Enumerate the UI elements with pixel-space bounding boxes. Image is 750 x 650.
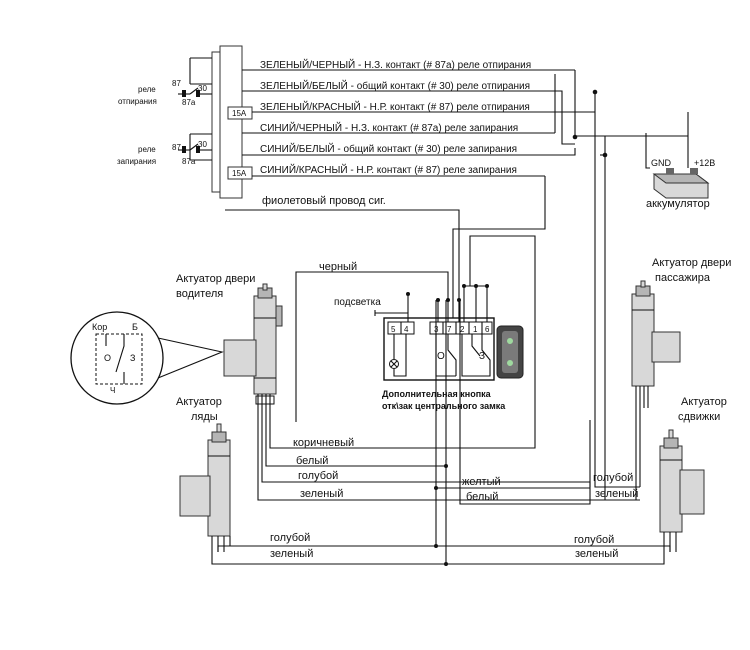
wire-blue-red: СИНИЙ/КРАСНЫЙ - Н.Р. контакт (# 87) реле… (260, 163, 517, 176)
battery-plus: +12В (694, 158, 715, 168)
fuse-unlock (227, 106, 253, 120)
wire-green-black: ЗЕЛЕНЫЙ/ЧЕРНЫЙ - Н.З. контакт (# 87a) ре… (260, 58, 531, 71)
switch-pos-open: O (437, 351, 445, 362)
passenger-actuator-line1: Актуатор двери (652, 257, 731, 269)
button-caption: Дополнительная кнопка отк\зак центрально… (382, 389, 506, 411)
trunk-actuator-label: Актуатор ляды (176, 396, 225, 423)
wire-green-white: ЗЕЛЕНЫЙ/БЕЛЫЙ - общий контакт (# 30) рел… (260, 79, 530, 92)
pin-30-unlock: 30 (198, 84, 207, 93)
trunk-wires (452, 70, 640, 501)
pin-87a-lock: 87a (182, 157, 196, 166)
wire-blue-black: СИНИЙ/ЧЕРНЫЙ - Н.З. контакт (# 87a) реле… (260, 121, 518, 134)
slide-actuator-line2: сдвижки (678, 411, 720, 423)
terminal-6: 6 (485, 325, 490, 334)
relay-unlock-line1: реле (138, 85, 156, 94)
relay-unlock-line2: отпирания (118, 97, 157, 106)
zoom-ch: Ч (110, 386, 115, 395)
terminal-2: 2 (460, 325, 465, 334)
pin-87-unlock: 87 (172, 79, 181, 88)
slide-actuator: Актуатор сдвижки (659, 396, 730, 552)
white-wire-label-1: белый (296, 455, 328, 467)
driver-actuator-line1: Актуатор двери (176, 273, 255, 285)
driver-actuator-line2: водителя (176, 288, 223, 300)
trunk-actuator: Актуатор ляды (176, 396, 231, 552)
yellow-wire-label: желтый (462, 476, 501, 488)
relay-lock-line1: реле (138, 145, 156, 154)
blue-wire-label-1: голубой (298, 470, 338, 482)
passenger-actuator-label: Актуатор двери пассажира (652, 257, 734, 284)
terminal-7: 7 (447, 325, 452, 334)
driver-actuator: Актуатор двери водителя (176, 273, 283, 420)
green-wire-label-4: зеленый (575, 548, 618, 560)
pin-30-lock: 30 (198, 140, 207, 149)
zoom-o: О (104, 353, 111, 363)
slide-actuator-label: Актуатор сдвижки (678, 396, 730, 423)
green-wire-label-2: зеленый (595, 488, 638, 500)
terminal-4: 4 (404, 325, 409, 334)
signal-wire-label: фиолетовый провод сиг. (262, 195, 386, 207)
blue-wire-label-2: голубой (593, 472, 633, 484)
blue-wire-label-4: голубой (574, 534, 614, 546)
terminal-5: 5 (391, 325, 396, 334)
white-wire-label-2: белый (466, 491, 498, 503)
pin-87-lock: 87 (172, 143, 181, 152)
relay-lock-line2: запирания (117, 157, 156, 166)
zoom-b: Б (132, 322, 138, 332)
extra-button-block: 5 4 3 7 2 1 6 O З подсветка (334, 284, 524, 411)
zoom-z: З (130, 353, 135, 363)
driver-actuator-label: Актуатор двери водителя (176, 273, 258, 300)
battery: GND +12В аккумулятор (605, 112, 715, 210)
relay-unlock-label: реле отпирания (118, 85, 158, 106)
zoom-kor: Кор (92, 322, 107, 332)
brown-wire-label: коричневый (293, 437, 354, 449)
button-caption-line2: отк\зак центрального замка (382, 401, 506, 411)
terminal-1: 1 (473, 325, 478, 334)
wire-green-red: ЗЕЛЕНЫЙ/КРАСНЫЙ - Н.Р. контакт (# 87) ре… (260, 100, 530, 113)
button-caption-line1: Дополнительная кнопка (382, 389, 492, 399)
signal-wire: фиолетовый провод сиг. (225, 195, 460, 318)
black-wire-label: черный (319, 261, 357, 273)
blue-wire-label-3: голубой (270, 532, 310, 544)
green-wire-label-1: зеленый (300, 488, 343, 500)
relay-unlock-symbol: 87 87a 30 реле отпирания (118, 57, 212, 107)
fuse-lock-label: 15A (232, 169, 247, 178)
green-wire-label-3: зеленый (270, 548, 313, 560)
backlight-label: подсветка (334, 297, 381, 308)
passenger-actuator: Актуатор двери пассажира (631, 257, 734, 500)
relay-harness: 87 87a 30 реле отпирания 87 87a 30 реле … (117, 45, 595, 199)
trunk-actuator-line1: Актуатор (176, 396, 222, 408)
slide-actuator-line1: Актуатор (681, 396, 727, 408)
battery-label: аккумулятор (646, 198, 710, 210)
wire-blue-white: СИНИЙ/БЕЛЫЙ - общий контакт (# 30) реле … (260, 142, 517, 155)
black-wire: черный (295, 261, 449, 422)
switch-pos-close: З (479, 351, 485, 362)
passenger-actuator-line2: пассажира (655, 272, 711, 284)
rocker-button-icon (496, 325, 524, 379)
battery-gnd: GND (651, 158, 672, 168)
fuse-unlock-label: 15A (232, 109, 247, 118)
zoom-detail: Кор Б О З Ч (70, 311, 224, 405)
fuse-lock (227, 166, 253, 180)
relay-lock-label: реле запирания (117, 145, 158, 166)
lower-harness: коричневый белый голубой зеленый желтый … (211, 235, 671, 566)
trunk-actuator-line2: ляды (191, 411, 218, 423)
pin-87a-unlock: 87a (182, 98, 196, 107)
relay-lock-symbol: 87 87a 30 реле запирания (117, 133, 212, 166)
